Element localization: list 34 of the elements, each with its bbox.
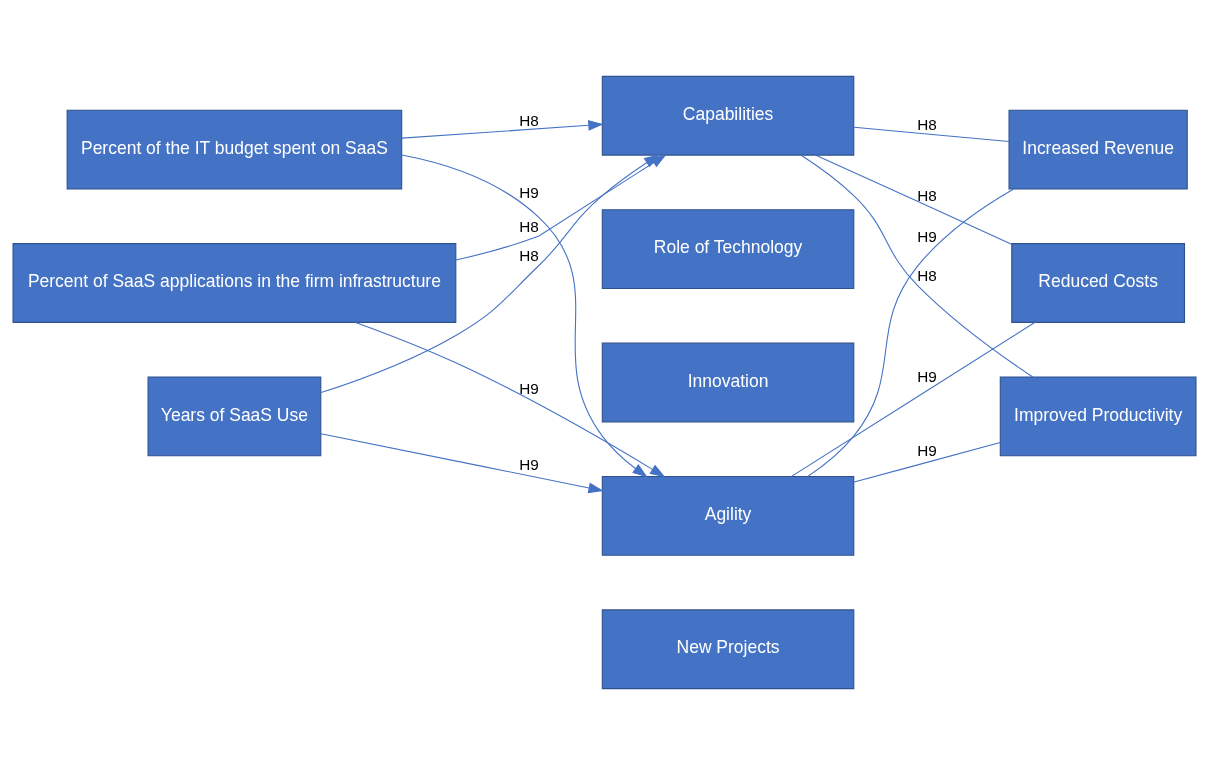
- edge-label: H8: [519, 217, 539, 235]
- connector: [815, 154, 1013, 245]
- arrow: [320, 432, 604, 493]
- node-box: Years of SaaS Use: [147, 376, 322, 456]
- edge-label: H8: [917, 186, 937, 204]
- node-box: Role of Technology: [601, 208, 855, 289]
- node-box: Improved Productivity: [999, 376, 1197, 456]
- arrow: [320, 153, 660, 393]
- arrow: [401, 153, 648, 477]
- edge-label: H9: [917, 227, 937, 245]
- connector: [853, 441, 1001, 483]
- edge-label: H9: [519, 455, 539, 473]
- edge-label: H8: [519, 246, 539, 264]
- edge-label: H9: [917, 367, 937, 385]
- arrow: [355, 321, 666, 477]
- edge-label: H9: [917, 441, 937, 459]
- node-box: Capabilities: [601, 75, 855, 156]
- node-box: New Projects: [601, 608, 855, 689]
- node-box: Percent of the IT budget spent on SaaS: [66, 109, 403, 190]
- edge-label: H8: [917, 115, 937, 133]
- connector: [800, 154, 1034, 377]
- edge-label: H8: [917, 266, 937, 284]
- node-box: Percent of SaaS applications in the firm infrastructure: [12, 242, 457, 323]
- connector: [807, 188, 1014, 477]
- connector: [791, 321, 1036, 477]
- node-box: Increased Revenue: [1008, 109, 1188, 190]
- arrow: [401, 119, 604, 139]
- node-box: Reduced Costs: [1011, 242, 1186, 323]
- node-box: Agility: [601, 475, 855, 556]
- edge-label: H9: [519, 183, 539, 201]
- node-box: Innovation: [601, 342, 855, 422]
- edge-label: H9: [519, 379, 539, 397]
- connector: [853, 126, 1010, 142]
- edge-label: H8: [519, 111, 539, 129]
